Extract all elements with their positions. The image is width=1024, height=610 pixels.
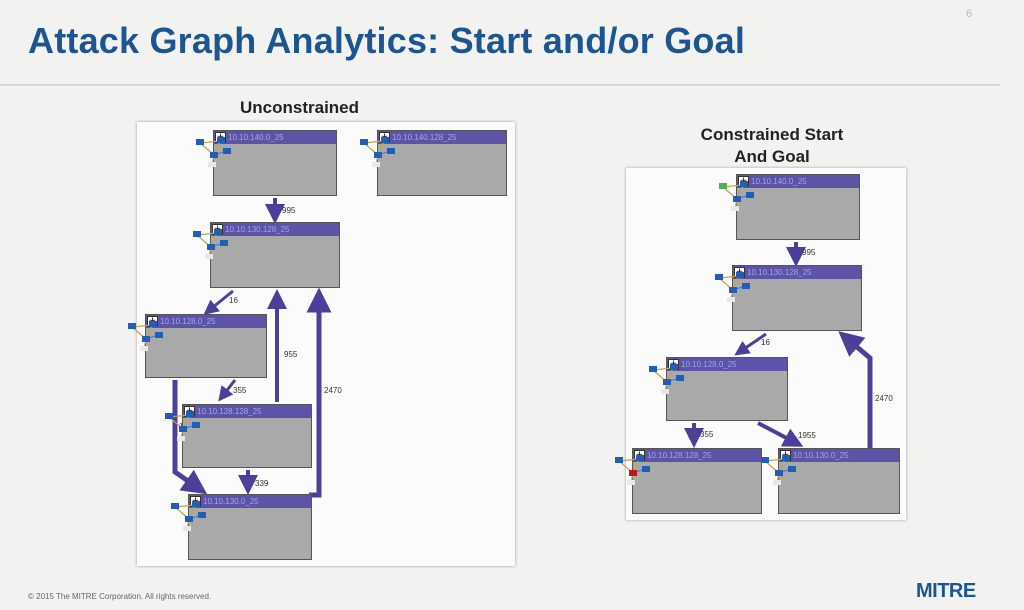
goal-node[interactable]: +10.10.128.128_25 (615, 448, 762, 514)
edge-label: 955 (284, 350, 298, 359)
goal-host-icon (629, 470, 637, 476)
subnet-topology-icon (649, 364, 684, 394)
left-panel-heading: Unconstrained (240, 98, 360, 117)
node-label: 10.10.140.128_25 (392, 133, 457, 142)
graph-node[interactable]: +10.10.128.128_25 (165, 404, 312, 468)
page-number: 6 (966, 8, 973, 20)
node-label: 10.10.130.0_25 (793, 451, 849, 460)
edge-355 (218, 379, 237, 402)
subnet-topology-icon (715, 272, 750, 302)
edge-2470 (838, 331, 873, 450)
slide-title: Attack Graph Analytics: Start and/or Goa… (28, 20, 746, 61)
unconstrained-graph-panel: 995 16 355 955 2470 1955 339 +10.10.140.… (128, 122, 515, 566)
graph-node[interactable]: +10.10.130.0_25 (761, 448, 900, 514)
edge-16 (734, 332, 767, 356)
edge-label: 355 (700, 430, 714, 439)
edge-label: 1955 (798, 431, 816, 440)
edge-label: 995 (282, 206, 296, 215)
copyright-text: © 2015 The MITRE Corporation. All rights… (28, 592, 212, 601)
node-label: 10.10.128.0_25 (160, 317, 216, 326)
edge-label: 2470 (875, 394, 893, 403)
edge-1955 (172, 380, 208, 495)
subnet-topology-icon (615, 455, 650, 485)
subnet-topology-icon (193, 229, 228, 259)
subnet-topology-icon (196, 137, 231, 167)
graph-node[interactable]: +10.10.130.0_25 (171, 494, 312, 560)
subnet-topology-icon (171, 501, 206, 531)
graph-node[interactable]: +10.10.128.0_25 (649, 357, 788, 421)
start-node[interactable]: +10.10.140.0_25 (719, 174, 860, 240)
graph-node[interactable]: +10.10.140.0_25 (196, 130, 337, 196)
graph-node[interactable]: +10.10.128.0_25 (128, 314, 267, 378)
title-divider (0, 84, 1000, 86)
edge-label: 339 (255, 479, 269, 488)
unconstrained-edges (172, 198, 332, 498)
subnet-topology-icon (719, 181, 754, 211)
edge-16 (203, 289, 234, 315)
node-label: 10.10.130.0_25 (203, 497, 259, 506)
edge-label: 16 (229, 296, 238, 305)
mitre-logo: MITRE (916, 580, 976, 602)
node-label: 10.10.128.128_25 (197, 407, 262, 416)
constrained-edges (684, 242, 873, 450)
node-label: 10.10.128.0_25 (681, 360, 737, 369)
graph-node[interactable]: +10.10.130.128_25 (193, 222, 340, 288)
subnet-topology-icon (360, 137, 395, 167)
subnet-topology-icon (761, 455, 796, 485)
graph-node[interactable]: +10.10.140.128_25 (360, 130, 507, 196)
subnet-topology-icon (128, 321, 163, 351)
node-label: 10.10.140.0_25 (751, 177, 807, 186)
graph-node[interactable]: +10.10.130.128_25 (715, 265, 862, 331)
start-host-icon (719, 183, 727, 189)
constrained-graph-panel: 995 16 355 1955 2470 +10.10.140.0_25 +10… (615, 168, 906, 520)
edge-label: 355 (233, 386, 247, 395)
edge-1955 (757, 421, 804, 447)
subnet-topology-icon (165, 411, 200, 441)
edge-label: 2470 (324, 386, 342, 395)
heading-line: And Goal (734, 147, 810, 166)
node-label: 10.10.128.128_25 (647, 451, 712, 460)
node-label: 10.10.130.128_25 (225, 225, 290, 234)
edge-label: 995 (802, 248, 816, 257)
edge-2470 (306, 287, 332, 498)
heading-line: Constrained Start (700, 125, 844, 144)
edge-label: 16 (761, 338, 770, 347)
right-panel-heading: Constrained Start And Goal (660, 124, 884, 168)
node-label: 10.10.130.128_25 (747, 268, 812, 277)
node-label: 10.10.140.0_25 (228, 133, 284, 142)
